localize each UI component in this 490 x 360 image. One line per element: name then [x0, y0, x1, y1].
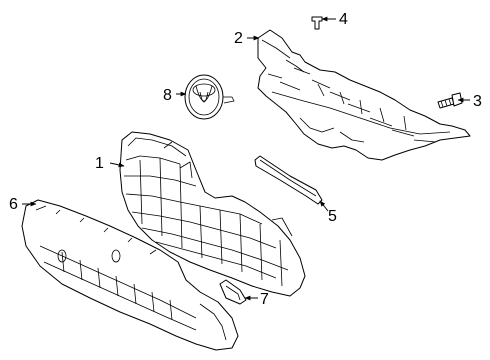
callout-7: 7 — [260, 291, 269, 308]
callout-3: 3 — [473, 93, 482, 110]
callout-5: 5 — [328, 208, 337, 225]
callout-2: 2 — [234, 30, 243, 47]
main-grille-part-1 — [119, 131, 306, 297]
molding-strip-part-5 — [254, 155, 323, 205]
callout-8: 8 — [163, 87, 172, 104]
clip-part-4 — [311, 16, 323, 30]
bezel-part-7 — [219, 279, 247, 305]
callout-6: 6 — [9, 196, 18, 213]
emblem-part-8 — [184, 74, 235, 120]
lower-grille-part-6 — [21, 199, 239, 351]
leader-lines — [22, 16, 470, 301]
upper-support-bracket — [257, 29, 471, 161]
callout-4: 4 — [339, 11, 348, 28]
callout-1: 1 — [95, 155, 104, 172]
bolt-part-3 — [437, 92, 463, 109]
